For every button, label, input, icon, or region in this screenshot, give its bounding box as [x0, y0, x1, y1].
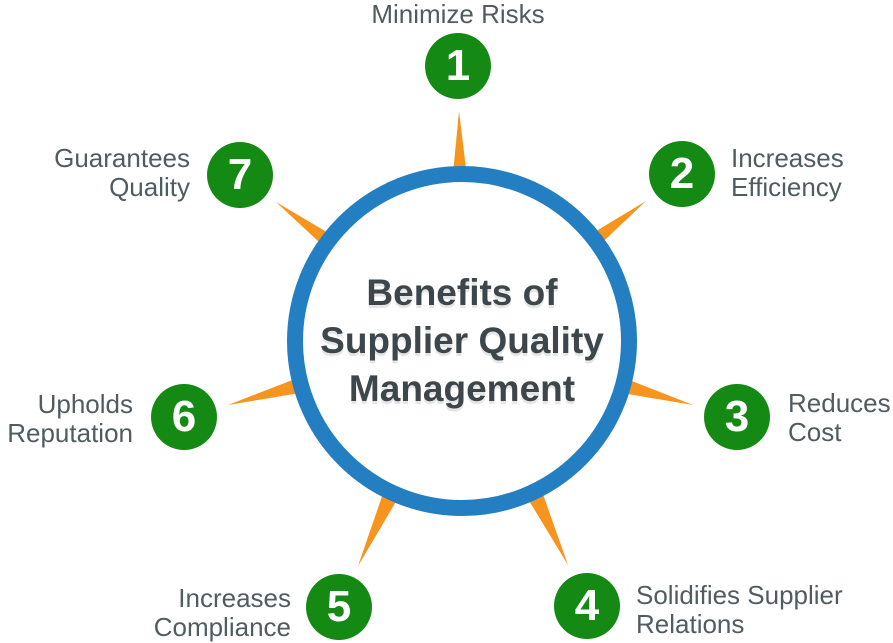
center-title: Benefits of Supplier Quality Management: [320, 269, 604, 413]
benefit-4-label: Solidifies Supplier Relations: [636, 581, 843, 639]
center-circle: Benefits of Supplier Quality Management: [287, 166, 637, 516]
center-title-line-3: Management: [348, 368, 576, 409]
benefit-3-label-line-2: Cost: [788, 417, 842, 447]
benefit-7-label-line-2: Quality: [109, 172, 190, 202]
benefit-2-label-line-2: Efficiency: [731, 172, 842, 202]
center-title-line-1: Benefits of: [366, 272, 558, 313]
benefit-1-label-line-1: Minimize Risks: [371, 0, 545, 29]
benefit-1-label: Minimize Risks: [258, 0, 658, 29]
benefit-5-label-line-1: Increases: [178, 583, 291, 613]
benefit-3-label: Reduces Cost: [788, 389, 891, 447]
benefit-4-circle: 4: [554, 573, 620, 639]
benefit-2-number: 2: [669, 149, 695, 198]
benefit-7-circle: 7: [207, 142, 273, 208]
benefit-4-label-line-1: Solidifies Supplier: [636, 580, 843, 610]
benefit-6-number: 6: [171, 392, 197, 441]
benefit-6-label: Upholds Reputation: [7, 390, 133, 448]
benefit-4-number: 4: [574, 581, 600, 630]
benefit-6-circle: 6: [151, 384, 217, 450]
benefit-7-number: 7: [227, 150, 253, 199]
benefit-7-label: Guarantees Quality: [54, 144, 190, 202]
benefit-3-label-line-1: Reduces: [788, 388, 891, 418]
benefit-3-number: 3: [724, 392, 750, 441]
benefit-4-label-line-2: Relations: [636, 609, 745, 639]
benefit-3-circle: 3: [704, 384, 770, 450]
benefit-2-circle: 2: [649, 141, 715, 207]
benefit-5-label-line-2: Compliance: [153, 612, 291, 642]
benefit-1-number: 1: [445, 41, 471, 90]
benefit-5-circle: 5: [306, 574, 372, 640]
benefit-6-label-line-2: Reputation: [7, 418, 133, 448]
benefit-2-label-line-1: Increases: [731, 143, 844, 173]
benefit-5-label: Increases Compliance: [154, 584, 291, 642]
benefit-5-number: 5: [326, 582, 352, 631]
benefit-7-label-line-1: Guarantees: [54, 143, 190, 173]
benefit-6-label-line-1: Upholds: [37, 389, 133, 419]
center-title-line-2: Supplier Quality: [320, 320, 604, 361]
benefit-2-label: Increases Efficiency: [731, 144, 844, 202]
benefit-1-circle: 1: [425, 33, 491, 99]
